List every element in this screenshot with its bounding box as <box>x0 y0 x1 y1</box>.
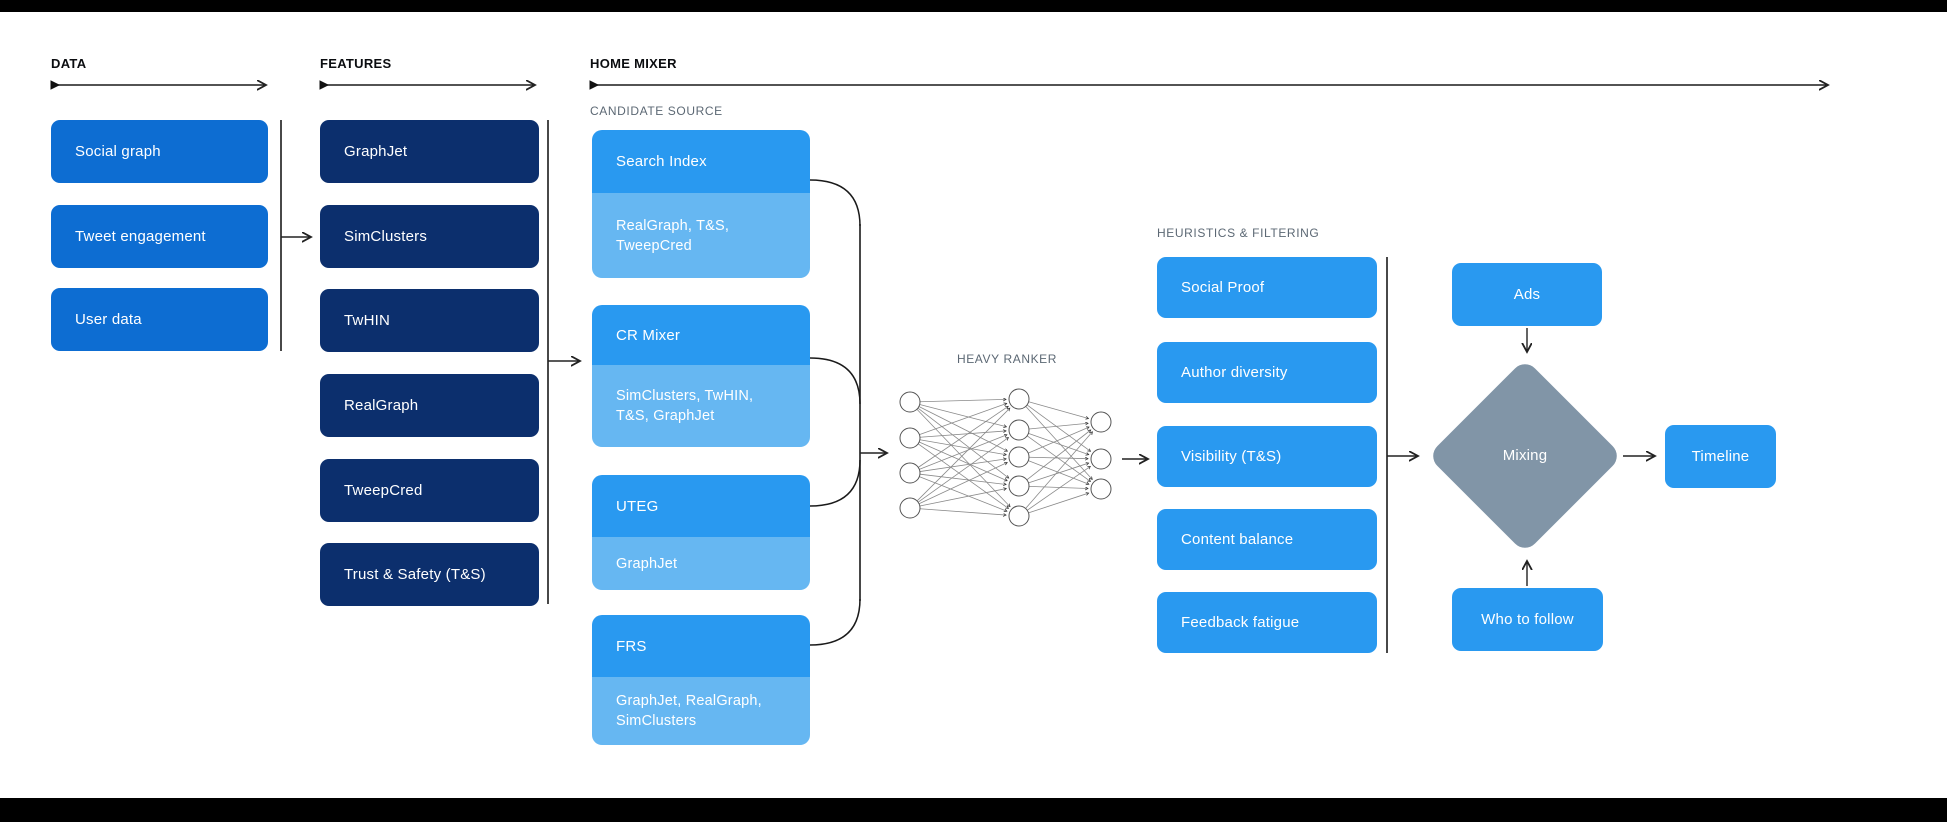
box-tweepcred: TweepCred <box>320 459 539 522</box>
card-frs: FRS GraphJet, RealGraph, SimClusters <box>592 615 810 745</box>
section-header-features: FEATURES <box>320 56 392 71</box>
curve-cr-mixer <box>809 357 861 405</box>
top-black-bar <box>0 0 1947 12</box>
bottom-black-bar <box>0 798 1947 822</box>
box-visibility-ts: Visibility (T&S) <box>1157 426 1377 487</box>
curve-uteg <box>809 459 861 507</box>
card-cr-mixer-features: SimClusters, TwHIN, T&S, GraphJet <box>592 365 810 447</box>
box-ads: Ads <box>1452 263 1602 326</box>
mixing-diamond-label: Mixing <box>1502 447 1548 464</box>
box-timeline: Timeline <box>1665 425 1776 488</box>
card-uteg-title: UTEG <box>592 475 810 537</box>
card-frs-features: GraphJet, RealGraph, SimClusters <box>592 677 810 745</box>
card-uteg: UTEG GraphJet <box>592 475 810 590</box>
box-realgraph: RealGraph <box>320 374 539 437</box>
box-social-graph: Social graph <box>51 120 268 183</box>
box-social-proof: Social Proof <box>1157 257 1377 318</box>
heavy-ranker-network <box>899 388 1112 527</box>
card-uteg-features: GraphJet <box>592 537 810 590</box>
card-cr-mixer-title: CR Mixer <box>592 305 810 365</box>
box-user-data: User data <box>51 288 268 351</box>
card-frs-title: FRS <box>592 615 810 677</box>
box-author-diversity: Author diversity <box>1157 342 1377 403</box>
box-trust-safety: Trust & Safety (T&S) <box>320 543 539 606</box>
card-cr-mixer: CR Mixer SimClusters, TwHIN, T&S, GraphJ… <box>592 305 810 447</box>
box-simclusters: SimClusters <box>320 205 539 268</box>
heavy-ranker-label: HEAVY RANKER <box>956 352 1058 366</box>
card-search-index-features: RealGraph, T&S, TweepCred <box>592 193 810 278</box>
box-who-to-follow: Who to follow <box>1452 588 1603 651</box>
card-search-index-title: Search Index <box>592 130 810 193</box>
curve-frs <box>809 598 861 646</box>
section-header-data: DATA <box>51 56 87 71</box>
section-header-home-mixer: HOME MIXER <box>590 56 677 71</box>
candidate-source-label: CANDIDATE SOURCE <box>590 104 723 118</box>
box-twhin: TwHIN <box>320 289 539 352</box>
box-graphjet: GraphJet <box>320 120 539 183</box>
card-search-index: Search Index RealGraph, T&S, TweepCred <box>592 130 810 278</box>
curve-search-index <box>809 179 861 227</box>
box-feedback-fatigue: Feedback fatigue <box>1157 592 1377 653</box>
box-tweet-engagement: Tweet engagement <box>51 205 268 268</box>
box-content-balance: Content balance <box>1157 509 1377 570</box>
heuristics-filtering-label: HEURISTICS & FILTERING <box>1157 226 1320 240</box>
